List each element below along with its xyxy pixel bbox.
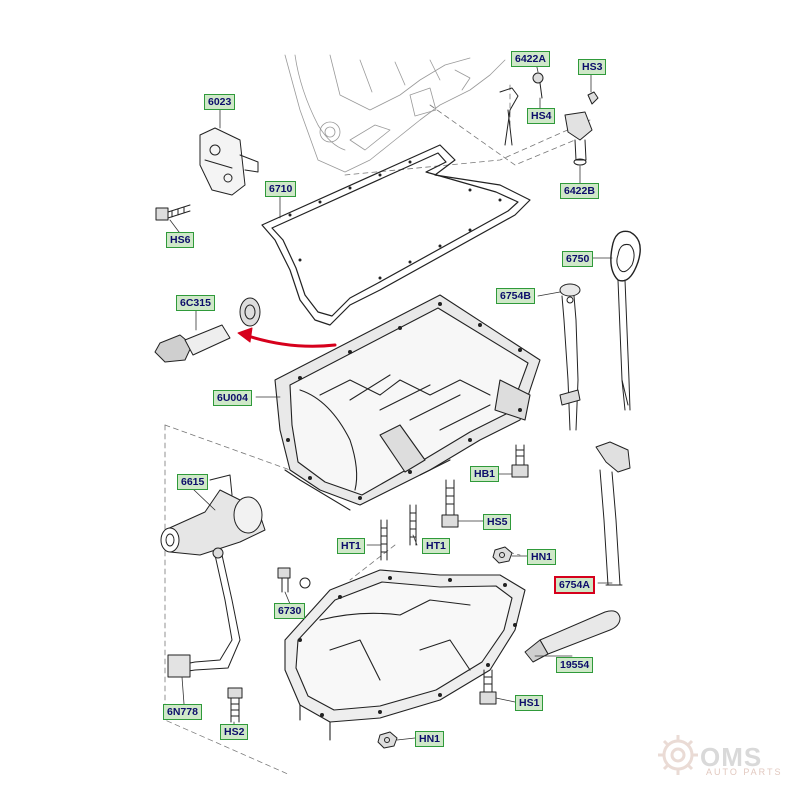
callout-6n778: 6N778	[163, 704, 202, 720]
callout-6422b: 6422B	[560, 183, 599, 199]
watermark-gear-icon	[658, 735, 698, 775]
upper-oil-pan-6u004	[274, 294, 541, 511]
callout-6730: 6730	[274, 603, 306, 619]
red-arrow	[243, 333, 337, 348]
callout-6754a-highlighted: 6754A	[554, 576, 595, 594]
callout-hs2: HS2	[220, 724, 249, 740]
callout-6615: 6615	[177, 474, 209, 490]
callout-hs5: HS5	[483, 514, 512, 530]
nut-hn1-lower	[377, 731, 398, 749]
callout-6710: 6710	[265, 181, 297, 197]
bracket-6023	[199, 127, 259, 196]
lower-oil-pan	[284, 569, 526, 741]
bolt-hs5	[441, 479, 459, 528]
callout-6422a: 6422A	[511, 51, 550, 67]
callout-hs3: HS3	[578, 59, 607, 75]
callout-hn1-upper: HN1	[527, 549, 557, 565]
callout-6c315: 6C315	[176, 295, 215, 311]
callout-hn1-lower: HN1	[415, 731, 445, 747]
callout-6754b: 6754B	[496, 288, 535, 304]
callout-hs4: HS4	[527, 108, 556, 124]
drain-plug-6730	[277, 567, 311, 593]
dipstick-6750	[610, 230, 641, 411]
bolt-hs2	[227, 687, 243, 723]
callout-ht1-left: HT1	[337, 538, 365, 554]
stud-ht1-right	[409, 504, 417, 546]
pcv-parts	[499, 72, 599, 166]
nut-hn1-upper	[492, 546, 513, 564]
callout-hb1: HB1	[470, 466, 500, 482]
callout-6023: 6023	[204, 94, 236, 110]
callout-hs6: HS6	[166, 232, 195, 248]
watermark-tagline: AUTO PARTS	[706, 767, 783, 777]
callout-hs1: HS1	[515, 695, 544, 711]
bolt-hs6	[155, 204, 191, 221]
oil-pickup-6615	[160, 474, 266, 556]
dipstick-tube-6754a	[595, 441, 631, 586]
bolt-hb1	[511, 444, 529, 478]
stud-ht1-left	[380, 519, 388, 561]
callout-ht1-right: HT1	[422, 538, 450, 554]
tool-19554	[524, 610, 621, 663]
callout-6u004: 6U004	[213, 390, 252, 406]
tube-6n778	[167, 547, 241, 678]
watermark-brand: OMS	[700, 742, 763, 772]
engine-block-outline	[284, 54, 506, 173]
sensor-6c315	[154, 297, 261, 363]
dipstick-tube-6754b	[559, 283, 581, 431]
gasket-6710	[261, 144, 531, 326]
callout-19554: 19554	[556, 657, 594, 673]
callout-6750: 6750	[562, 251, 594, 267]
